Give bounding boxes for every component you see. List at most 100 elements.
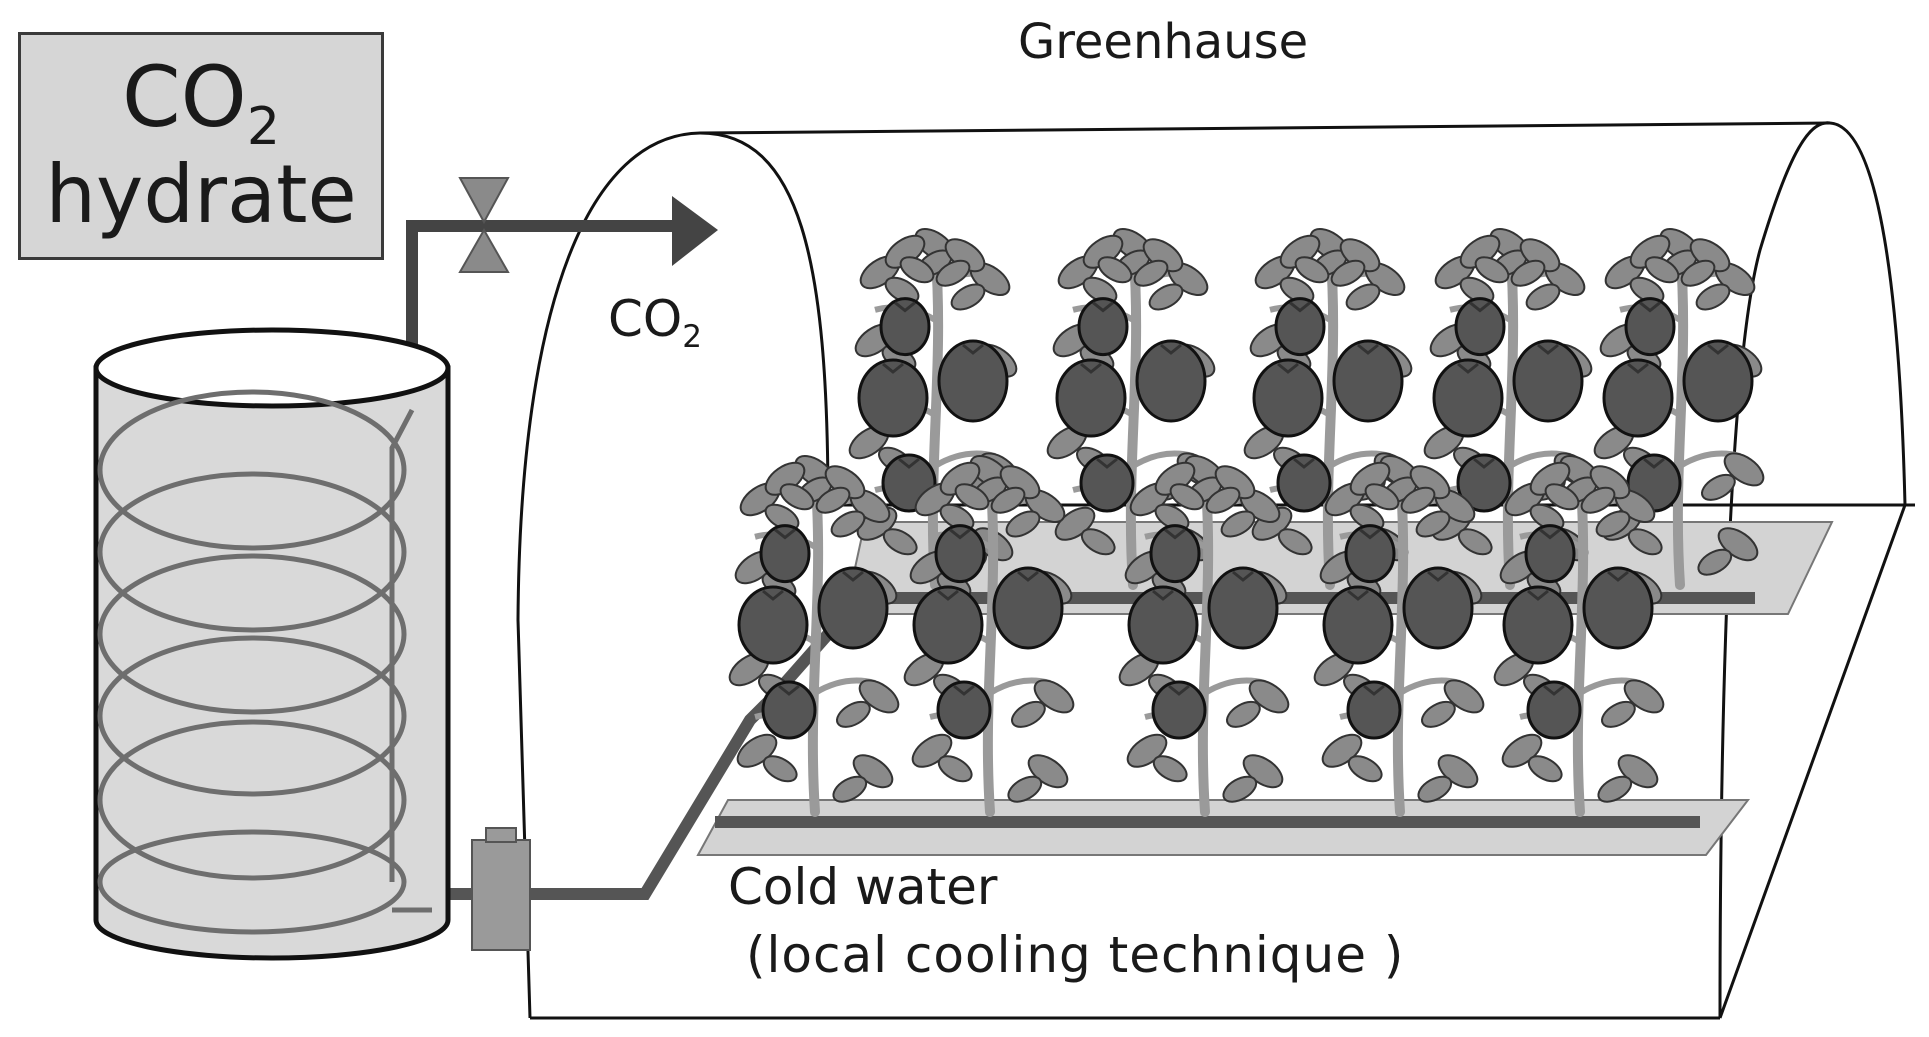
tomato-fruit bbox=[1079, 453, 1135, 513]
co2-label: CO2 bbox=[608, 290, 703, 355]
tomato-calyx bbox=[1357, 343, 1379, 355]
tomato-calyx bbox=[762, 589, 784, 601]
plant-leaf bbox=[937, 755, 973, 783]
tomato-calyx bbox=[1643, 457, 1665, 469]
plant-leaf bbox=[858, 679, 900, 714]
plant-stem bbox=[982, 467, 999, 817]
valve-icon bbox=[458, 177, 510, 273]
plant-leaf bbox=[1723, 452, 1765, 487]
tomato-fruit bbox=[1127, 585, 1199, 665]
plant-stem bbox=[1572, 467, 1589, 817]
cold-water-main-pipe bbox=[432, 594, 865, 900]
plant-stem bbox=[1672, 240, 1689, 590]
plant-leaf bbox=[1525, 283, 1561, 311]
co2-hydrate-box: CO2 hydrate bbox=[18, 32, 384, 260]
tomato-calyx bbox=[778, 684, 800, 696]
plant-leaf bbox=[1294, 256, 1330, 284]
plant-leaf bbox=[1623, 679, 1665, 714]
tomato-calyx bbox=[962, 343, 984, 355]
tomato-fruit bbox=[1207, 566, 1279, 650]
tomato-plant bbox=[1313, 455, 1485, 817]
co2-hydrate-tank bbox=[93, 327, 531, 961]
tomato-fruit bbox=[1624, 297, 1676, 357]
tomato-calyx bbox=[1152, 589, 1174, 601]
tomato-plant bbox=[1046, 228, 1218, 590]
tank-connector-cap bbox=[485, 827, 517, 843]
cooling-technique-label: (local cooling technique ) bbox=[746, 926, 1405, 984]
tomato-fruit bbox=[1135, 339, 1207, 423]
plant-leaf bbox=[882, 528, 918, 556]
plant-leaf bbox=[1415, 510, 1451, 538]
tomato-fruit bbox=[1077, 297, 1129, 357]
plant-leaf bbox=[1220, 510, 1256, 538]
tomato-fruit bbox=[1276, 453, 1332, 513]
tomato-plant bbox=[1118, 455, 1290, 817]
plant-stem bbox=[1392, 467, 1409, 817]
plant-leaf bbox=[1005, 510, 1041, 538]
tomato-calyx bbox=[882, 362, 904, 374]
tomato-fruit bbox=[934, 524, 986, 584]
tomato-fruit bbox=[1512, 339, 1584, 423]
tomato-fruit bbox=[817, 566, 889, 650]
co2-arrow-head bbox=[672, 196, 718, 266]
plant-leaf bbox=[954, 483, 990, 511]
tomato-calyx bbox=[1537, 343, 1559, 355]
tomato-fruit bbox=[1332, 339, 1404, 423]
tomato-calyx bbox=[1160, 343, 1182, 355]
tomato-calyx bbox=[1232, 570, 1254, 582]
tomato-fruit bbox=[1502, 585, 1574, 665]
plant-stem bbox=[807, 467, 824, 817]
tomato-fruit bbox=[936, 680, 992, 740]
tank-body bbox=[93, 365, 451, 961]
plant-leaf bbox=[836, 700, 871, 728]
tomato-calyx bbox=[1527, 589, 1549, 601]
plant-leaf bbox=[1580, 486, 1616, 514]
tomato-fruit bbox=[1456, 453, 1512, 513]
plant-leaf bbox=[1205, 486, 1241, 514]
plant-leaf bbox=[1421, 700, 1456, 728]
tomato-plant bbox=[848, 228, 1020, 590]
tomato-fruit bbox=[1151, 680, 1207, 740]
plant-leaf bbox=[1364, 483, 1400, 511]
plant-leaf bbox=[1148, 283, 1184, 311]
plant-leaf bbox=[935, 259, 971, 287]
tomato-calyx bbox=[1427, 570, 1449, 582]
tomato-fruit bbox=[737, 585, 809, 665]
plant-leaf bbox=[1080, 528, 1116, 556]
tomato-calyx bbox=[1539, 528, 1561, 540]
tomato-fruit bbox=[1274, 297, 1326, 357]
plant-leaf bbox=[1330, 259, 1366, 287]
tomato-calyx bbox=[842, 570, 864, 582]
tomato-fruit bbox=[1454, 297, 1506, 357]
tomato-fruit bbox=[1344, 524, 1396, 584]
plant-stem bbox=[1125, 240, 1142, 590]
greenhouse-back-side bbox=[1718, 504, 1907, 1019]
plant-leaf bbox=[1097, 256, 1133, 284]
cold-water-label: Cold water bbox=[728, 858, 998, 916]
plant-leaf bbox=[1680, 259, 1716, 287]
greenhouse-front-arch bbox=[516, 131, 830, 1019]
tomato-fruit bbox=[1602, 358, 1674, 438]
co2-pipe bbox=[406, 220, 680, 378]
tomato-plant bbox=[1243, 228, 1415, 590]
plant-leaf bbox=[1400, 486, 1436, 514]
tomato-fruit bbox=[1149, 524, 1201, 584]
tomato-plant bbox=[1493, 455, 1665, 817]
plant-leaf bbox=[1644, 256, 1680, 284]
plant-leaf bbox=[1222, 775, 1258, 803]
tomato-calyx bbox=[937, 589, 959, 601]
co2-outlet bbox=[406, 177, 718, 378]
tomato-fruit bbox=[1252, 358, 1324, 438]
tomato-fruit bbox=[857, 358, 929, 438]
tomato-fruit bbox=[937, 339, 1009, 423]
tomato-calyx bbox=[1080, 362, 1102, 374]
tomato-calyx bbox=[1359, 528, 1381, 540]
tomato-calyx bbox=[1543, 684, 1565, 696]
tomato-fruit bbox=[1526, 680, 1582, 740]
tomato-fruit bbox=[912, 585, 984, 665]
tomato-calyx bbox=[1473, 457, 1495, 469]
plant-leaf bbox=[1133, 259, 1169, 287]
tomato-calyx bbox=[1707, 343, 1729, 355]
plant-leaf bbox=[899, 256, 935, 284]
